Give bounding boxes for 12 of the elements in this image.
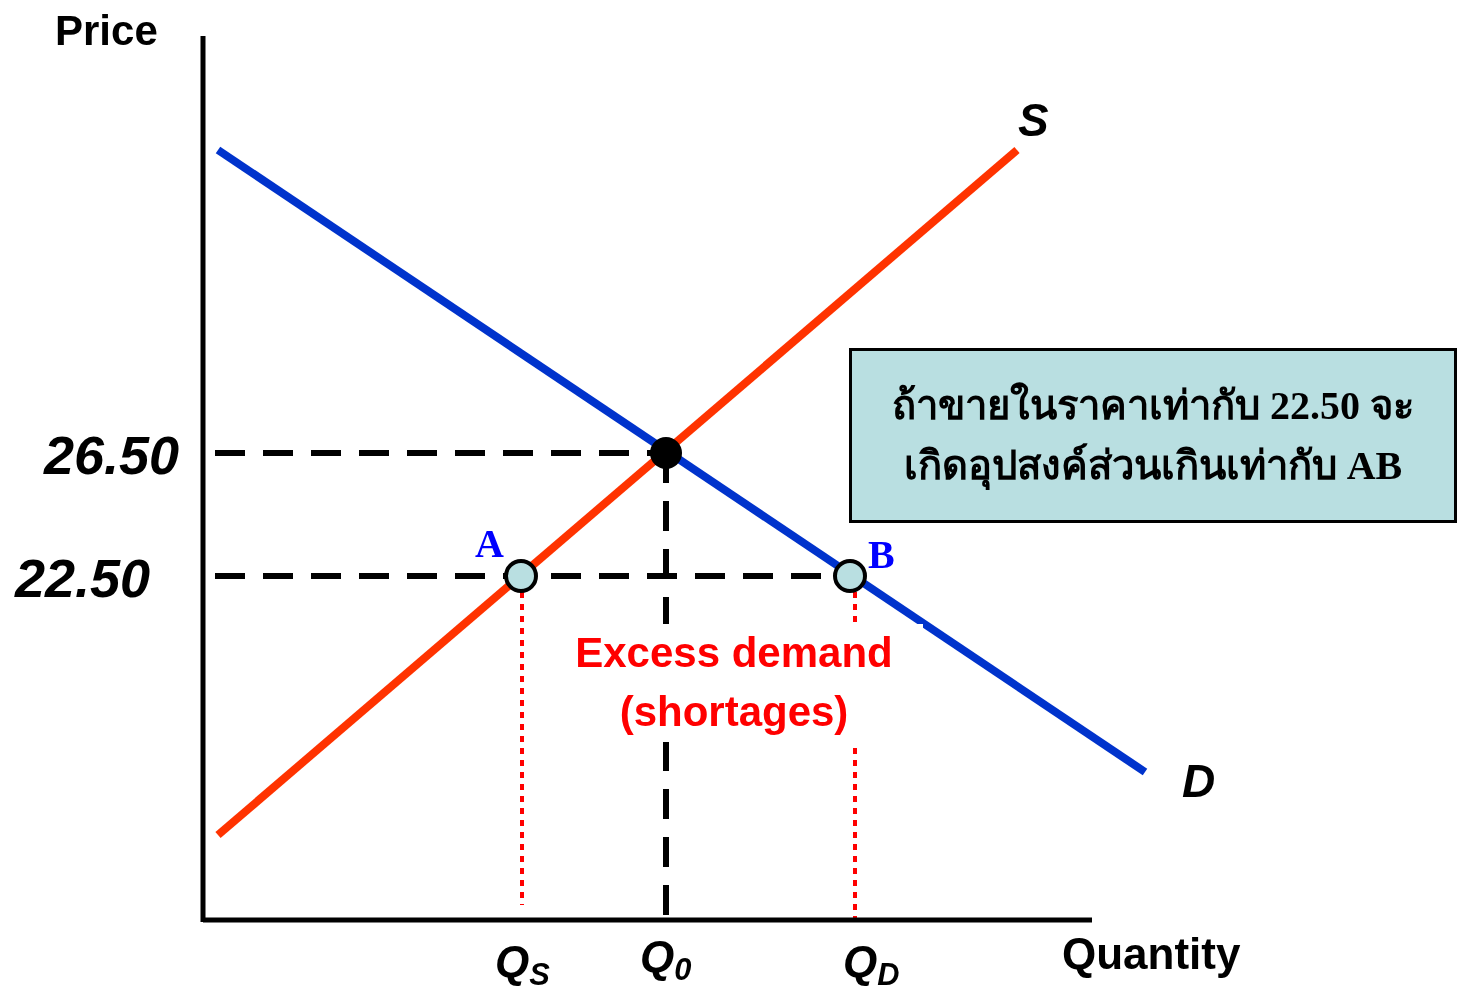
price-label: 22.50 xyxy=(15,551,151,605)
quantity-label: Q$_{D}$ xyxy=(843,940,900,991)
callout-box: ถ้าขายในราคาเท่ากับ 22.50 จะเกิดอุปสงค์ส่วนเกินเท่ากับ AB xyxy=(849,348,1457,523)
axis-title: Price xyxy=(55,10,158,52)
price-label: 26.50 xyxy=(44,428,180,482)
point-label: A xyxy=(475,524,504,564)
quantity-label: Q$_{S}$ xyxy=(495,940,550,991)
quantity-label: Q$_{0}$ xyxy=(640,935,692,986)
curve-label: D xyxy=(1182,758,1216,804)
curve-label: S xyxy=(1018,97,1049,143)
axis-title: Quantity xyxy=(1062,932,1241,976)
point-label: B xyxy=(868,535,895,575)
